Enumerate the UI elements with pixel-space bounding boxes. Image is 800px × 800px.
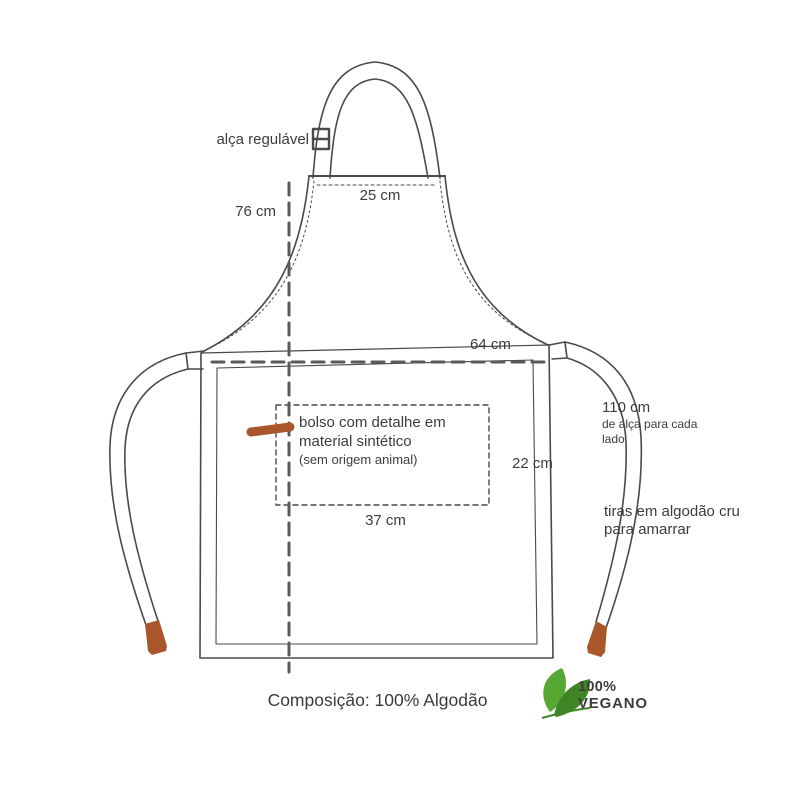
tie-tab-left <box>185 350 205 370</box>
vegan-leaves-icon <box>541 668 591 719</box>
label-pocket-width: 37 cm <box>365 512 406 529</box>
label-strap-length: 110 cm de alça para cada lado <box>602 399 706 447</box>
label-height-76: 76 cm <box>235 203 276 220</box>
pocket-line1: bolso com detalhe em <box>299 414 446 431</box>
label-pocket-height: 22 cm <box>512 455 553 472</box>
tie-tip-right <box>587 621 607 657</box>
armhole-right <box>444 175 549 346</box>
label-ties: tiras em algodão cru para amarrar <box>604 503 769 539</box>
label-width-64: 64 cm <box>470 336 511 353</box>
label-neck-width: 25 cm <box>359 187 401 204</box>
pocket-line3: (sem origem animal) <box>299 451 418 467</box>
pocket-outline <box>275 404 490 506</box>
neck-strap <box>312 61 441 179</box>
waist-seam <box>200 344 550 354</box>
apron-line-art <box>109 61 643 674</box>
armhole-right-stitch <box>439 180 544 343</box>
strap-buckle-icon <box>311 127 331 151</box>
vegan-badge: 100% VEGANO <box>578 679 648 712</box>
tie-tab-right <box>548 341 568 360</box>
tie-tip-left <box>145 620 167 655</box>
label-composition: Composição: 100% Algodão <box>267 690 488 710</box>
accent-marks <box>145 422 607 657</box>
ties-line2: para amarrar <box>604 521 691 538</box>
label-adjustable-strap: alça regulável <box>216 131 309 148</box>
vegan-label: VEGANO <box>578 694 648 712</box>
left-tie <box>109 352 189 626</box>
ties-line1: tiras em algodão cru <box>604 503 740 520</box>
armhole-left <box>203 175 310 352</box>
strap-length-value: 110 cm <box>602 399 651 416</box>
vegan-percent: 100% <box>578 679 617 695</box>
pocket-line2: material sintético <box>299 432 412 450</box>
right-tie <box>564 341 643 629</box>
label-pocket-description: bolso com detalhe em material sintético … <box>299 414 484 468</box>
pocket-accent-mark <box>246 422 295 437</box>
armhole-left-stitch <box>209 180 315 349</box>
strap-length-sub: de alça para cada lado <box>602 417 698 446</box>
body-outline <box>199 344 554 659</box>
body-inner-stitch <box>215 359 538 645</box>
